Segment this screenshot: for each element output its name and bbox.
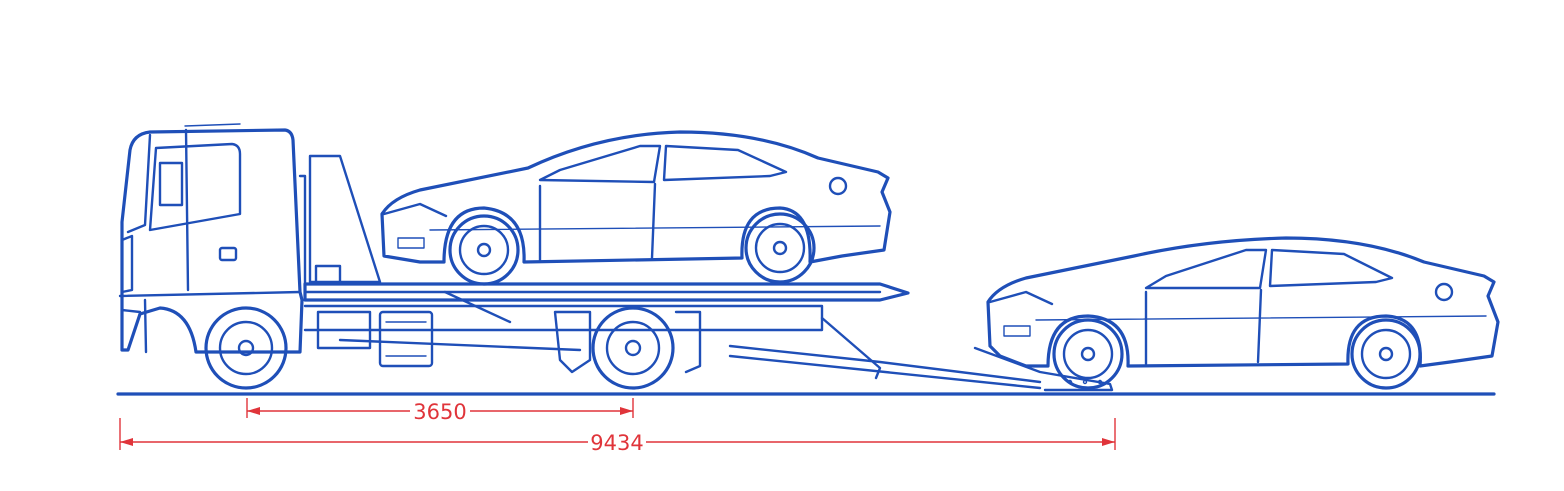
tow-truck (118, 123, 1114, 392)
towed-car-rear-wheel (1350, 318, 1422, 390)
dimension-overall-length: 9434 (119, 418, 1116, 455)
overall-length-label: 9434 (590, 431, 643, 455)
wheelbase-label: 3650 (413, 400, 466, 424)
truck-front-wheel (204, 306, 288, 390)
towed-car-front-wheel (1052, 318, 1124, 390)
chassis (316, 290, 702, 374)
car-on-deck-rear-wheel (744, 212, 816, 284)
flatbed-deck (303, 282, 910, 332)
towed-car (986, 236, 1500, 390)
headboard (308, 154, 382, 284)
truck-cab (118, 123, 307, 354)
car-on-deck (380, 130, 892, 286)
dimension-wheelbase: 3650 (246, 398, 634, 424)
car-on-deck-front-wheel (448, 214, 520, 286)
truck-rear-wheel (591, 306, 675, 390)
